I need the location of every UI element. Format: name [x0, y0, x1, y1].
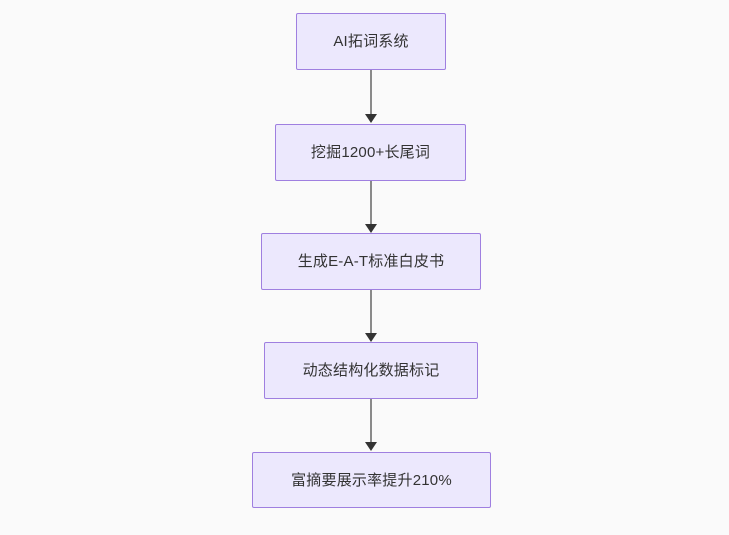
flow-node-label: 生成E-A-T标准白皮书	[297, 253, 445, 270]
flow-arrowhead-n4-n5	[365, 442, 377, 451]
flow-edge-n2-n3	[370, 181, 372, 225]
flow-node-label: 富摘要展示率提升210%	[291, 471, 452, 489]
flow-edge-n1-n2	[370, 70, 372, 115]
flow-arrowhead-n1-n2	[365, 114, 377, 123]
flow-edge-n4-n5	[370, 399, 372, 443]
flow-node-label: 动态结构化数据标记	[302, 362, 440, 379]
flow-edge-n3-n4	[370, 290, 372, 334]
flow-node-label: AI拓词系统	[333, 33, 409, 50]
flow-node-ai-keyword-system[interactable]: AI拓词系统	[296, 13, 446, 70]
flow-node-rich-snippet-impression-lift[interactable]: 富摘要展示率提升210%	[252, 452, 491, 508]
flow-arrowhead-n3-n4	[365, 333, 377, 342]
flow-node-label: 挖掘1200+长尾词	[310, 144, 431, 161]
flow-arrowhead-n2-n3	[365, 224, 377, 233]
flow-node-generate-eat-whitepaper[interactable]: 生成E-A-T标准白皮书	[261, 233, 481, 290]
flow-node-dynamic-structured-data-markup[interactable]: 动态结构化数据标记	[264, 342, 478, 399]
flow-node-mine-longtail-keywords[interactable]: 挖掘1200+长尾词	[275, 124, 466, 181]
